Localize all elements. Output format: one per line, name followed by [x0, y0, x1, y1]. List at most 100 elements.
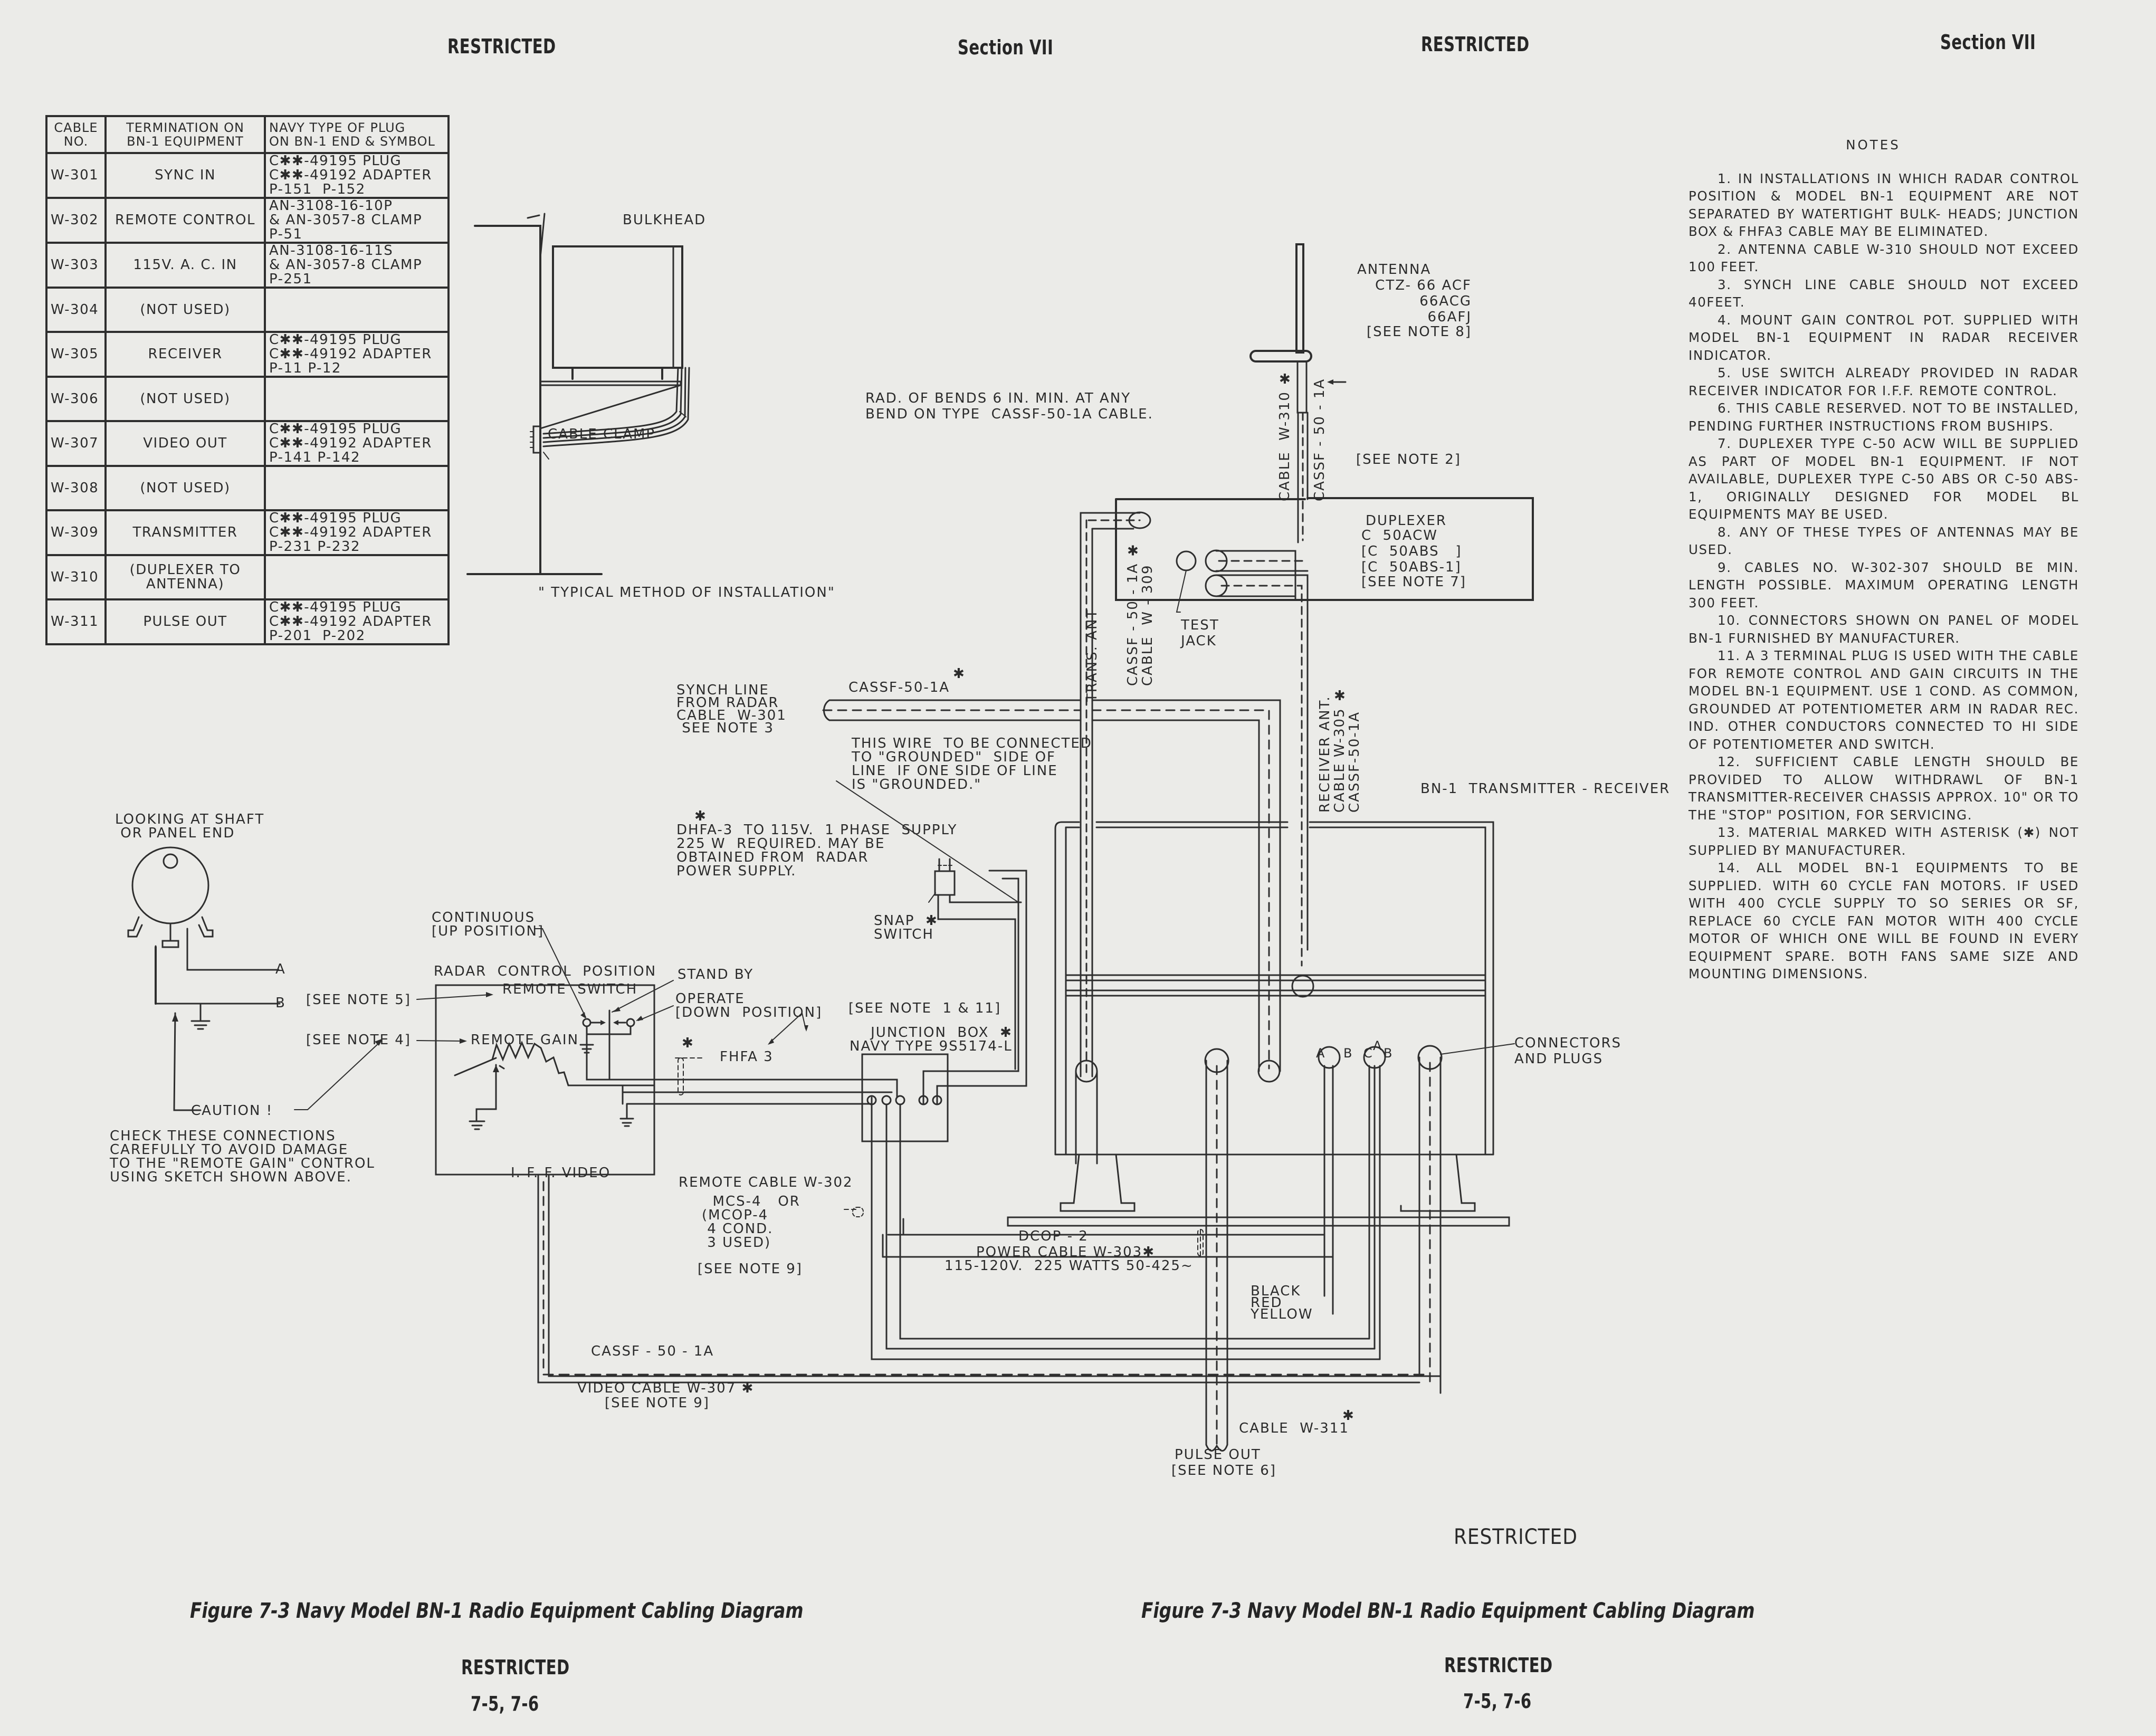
table-row: W-310(DUPLEXER TO ANTENNA): [45, 554, 450, 600]
wire-color-black: BLACK: [1251, 1283, 1301, 1299]
panel-connectors: [1076, 1044, 1514, 1445]
cable-number-cell: W-301: [45, 152, 107, 199]
snap-switch: [836, 781, 1021, 1069]
video-cable-type: CASSF - 50 - 1A: [591, 1343, 714, 1359]
remote-cable-note-ref: [SEE NOTE 9]: [698, 1261, 803, 1277]
table-header-row: CABLE NO. TERMINATION ON BN-1 EQUIPMENT …: [45, 115, 450, 154]
equipment-cabinet: [553, 246, 682, 368]
video-cable-label: VIDEO CABLE W-307 ✱: [577, 1380, 755, 1396]
note-item: 4. MOUNT GAIN CONTROL POT. SUPPLIED WITH…: [1688, 312, 2079, 363]
antenna-cable-label: CABLE W-310 ✱: [1277, 368, 1293, 501]
radar-control-title: RADAR CONTROL POSITION: [434, 964, 657, 979]
power-cable-type: DCOP - 2: [1018, 1228, 1089, 1244]
connector-pin-a: A: [1316, 1046, 1326, 1061]
synch-cable-type: CASSF-50-1A: [848, 680, 950, 695]
termination-cell: (NOT USED): [104, 465, 266, 511]
note-item: 12. SUFFICIENT CABLE LENGTH SHOULD BE PR…: [1688, 754, 2079, 823]
installation-sketch: [468, 214, 689, 574]
right-page-classification: RESTRICTED: [1421, 33, 1530, 56]
remote-gain-label: REMOTE GAIN: [471, 1032, 579, 1048]
shelf-brace: [540, 385, 681, 428]
note-item: 2. ANTENNA CABLE W-310 SHOULD NOT EXCEED…: [1688, 241, 2079, 275]
termination-cell: TRANSMITTER: [104, 509, 266, 556]
synch-cable-asterisk: ✱: [953, 666, 966, 682]
see-note-5: [SEE NOTE 5]: [306, 992, 411, 1008]
note-item: 13. MATERIAL MARKED WITH ASTERISK (✱) NO…: [1688, 825, 2079, 858]
pulse-out-label: PULSE OUT: [1175, 1447, 1261, 1463]
caution-label: CAUTION !: [191, 1103, 273, 1119]
connectors-label: CONNECTORS AND PLUGS: [1514, 1035, 1622, 1067]
plug-type-cell: C✱✱-49195 PLUG C✱✱-49192 ADAPTER P-201 P…: [264, 598, 450, 645]
bulkhead-label: BULKHEAD: [623, 212, 707, 228]
left-page-numbers: 7-5, 7-6: [471, 1692, 539, 1715]
duplexer-note-ref: [SEE NOTE 7]: [1361, 574, 1466, 590]
ground-symbol: [192, 1004, 209, 1029]
note-item: 10. CONNECTORS SHOWN ON PANEL OF MODEL B…: [1688, 613, 2079, 646]
table-row: W-308(NOT USED): [45, 465, 450, 511]
shock-mount-left: [1061, 1155, 1134, 1211]
plug-type-cell: [264, 554, 450, 600]
caution-text: CHECK THESE CONNECTIONS CAREFULLY TO AVO…: [110, 1128, 375, 1185]
trans-ant-label: TRANS. ANT: [1084, 608, 1100, 702]
header-cable-no: CABLE NO.: [45, 115, 107, 154]
trans-ant-cable-number: CABLE W - 309: [1140, 564, 1156, 686]
wire-color-red: RED: [1251, 1295, 1283, 1311]
cable-clamp: [533, 426, 540, 453]
connector-pin-c: C: [1363, 1046, 1373, 1061]
receiver-ant-cable: CABLE W-305 ✱: [1332, 685, 1348, 813]
potentiometer-title: LOOKING AT SHAFT OR PANEL END: [115, 812, 265, 841]
remote-cable-options: MCS-4 OR (MCOP-4 4 COND. 3 USED): [702, 1194, 800, 1251]
synch-line-label: SYNCH LINE FROM RADAR CABLE W-301 SEE NO…: [676, 682, 787, 736]
note-item: 1. IN INSTALLATIONS IN WHICH RADAR CONTR…: [1688, 170, 2079, 240]
connector-pin-a2: A: [1373, 1038, 1383, 1053]
left-footer-classification: RESTRICTED: [461, 1656, 570, 1679]
note-item: 7. DUPLEXER TYPE C-50 ACW WILL BE SUPPLI…: [1688, 436, 2079, 522]
base-plate: [1008, 1217, 1509, 1226]
see-note-4: [SEE NOTE 4]: [306, 1032, 411, 1048]
termination-cell: (NOT USED): [104, 376, 266, 422]
antenna-note-ref: [SEE NOTE 8]: [1367, 324, 1472, 340]
termination-cell: REMOTE CONTROL: [104, 197, 266, 244]
plug-type-cell: C✱✱-49195 PLUG C✱✱-49192 ADAPTER P-141 P…: [264, 420, 450, 467]
cable-bundle: [543, 368, 678, 434]
plug-type-cell: [264, 287, 450, 333]
cable-number-cell: W-305: [45, 331, 107, 378]
bend-radius-note: RAD. OF BENDS 6 IN. MIN. AT ANY BEND ON …: [865, 390, 1153, 422]
transmitter-receiver-enclosure: [1008, 822, 1509, 1226]
potentiometer-terminals: [128, 917, 213, 947]
terminal-a-wire: [187, 929, 279, 970]
note-item: 3. SYNCH LINE CABLE SHOULD NOT EXCEED 40…: [1688, 276, 2079, 310]
bulkhead-wall: [475, 226, 540, 574]
cable-number-cell: W-302: [45, 197, 107, 244]
remote-switch-label: REMOTE SWITCH: [502, 981, 638, 997]
cable-number-cell: W-311: [45, 598, 107, 645]
notes-list: 1. IN INSTALLATIONS IN WHICH RADAR CONTR…: [1688, 170, 2079, 983]
header-termination: TERMINATION ON BN-1 EQUIPMENT: [104, 115, 266, 154]
termination-cell: RECEIVER: [104, 331, 266, 378]
power-supply-asterisk: ✱: [694, 808, 707, 824]
cable-number-cell: W-310: [45, 554, 107, 600]
junction-box: [621, 871, 1380, 1359]
grounded-wire-note: THIS WIRE TO BE CONNECTED TO "GROUNDED" …: [852, 736, 1092, 793]
left-figure-caption: Figure 7-3 Navy Model BN-1 Radio Equipme…: [190, 1599, 804, 1623]
power-cable-run: [844, 1105, 1333, 1257]
left-page-section: Section VII: [958, 36, 1054, 59]
connector-pin-b: B: [1343, 1046, 1353, 1061]
stand-by-label: STAND BY: [678, 967, 754, 983]
snap-switch-label: SNAP ✱ SWITCH: [874, 913, 938, 942]
plug-type-cell: [264, 376, 450, 422]
plug-type-cell: [264, 465, 450, 511]
continuous-label: CONTINUOUS [UP POSITION]: [432, 910, 545, 939]
terminal-b-wire: [156, 950, 280, 1004]
notes-title: NOTES: [1846, 137, 1901, 152]
termination-cell: (NOT USED): [104, 287, 266, 333]
termination-cell: 115V. A. C. IN: [104, 242, 266, 289]
plug-type-cell: C✱✱-49195 PLUG C✱✱-49192 ADAPTER P-231 P…: [264, 509, 450, 556]
potentiometer-body: [132, 847, 208, 923]
terminal-b-label: B: [275, 995, 286, 1011]
